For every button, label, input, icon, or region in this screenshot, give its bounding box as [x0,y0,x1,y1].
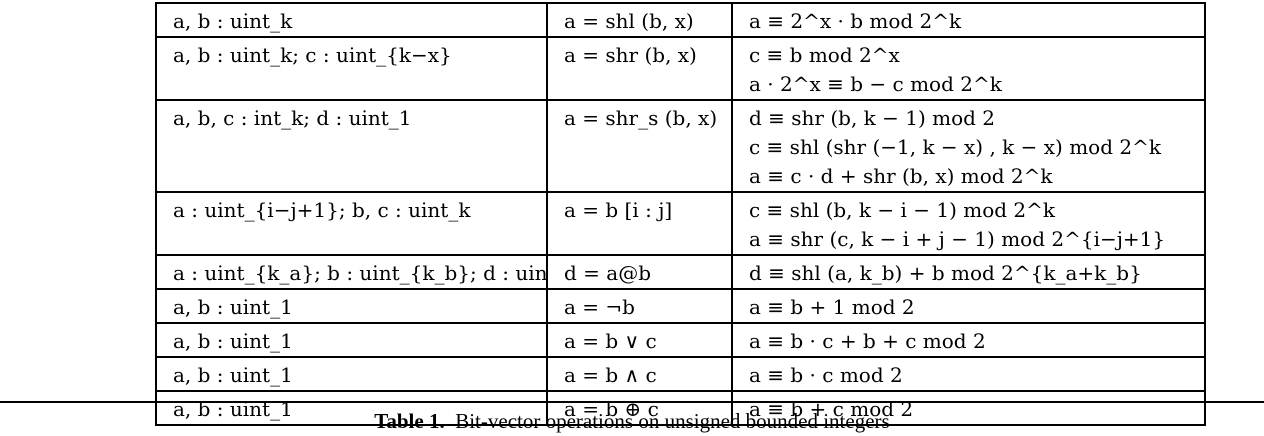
definition-cell: a ≡ b + 1 mod 2 [731,288,1206,324]
type-cell: a : uint_{i−j+1}; b, c : uint_k [155,191,548,256]
type-text: a : uint_{i−j+1}; b, c : uint_k [173,198,471,222]
operation-text: a = shr_s (b, x) [564,106,718,130]
definition-cell: d ≡ shl (a, k_b) + b mod 2^{k_a+k_b} [731,254,1206,290]
type-cell: a : uint_{k_a}; b : uint_{k_b}; d : uint… [155,254,548,290]
type-text: a, b : uint_k [173,9,293,33]
type-cell: a, b, c : int_k; d : uint_1 [155,99,548,193]
type-text: a, b, c : int_k; d : uint_1 [173,106,412,130]
type-text: a, b : uint_1 [173,363,293,387]
definition-line: a ≡ b + 1 mod 2 [749,295,915,319]
type-cell: a, b : uint_k [155,2,548,38]
caption-rule [0,401,1264,403]
definition-cell: a ≡ b · c mod 2 [731,356,1206,392]
type-cell: a, b : uint_1 [155,322,548,358]
table-row: a, b : uint_1 a = b ∨ c a ≡ b · c + b + c … [155,322,1206,358]
type-text: a : uint_{k_a}; b : uint_{k_b}; d : uint… [173,261,547,285]
table-row: a : uint_{i−j+1}; b, c : uint_k a = b [i … [155,191,1206,256]
table-row: a, b, c : int_k; d : uint_1 a = shr_s (b,… [155,99,1206,193]
type-text: a, b : uint_1 [173,329,293,353]
type-cell: a, b : uint_1 [155,356,548,392]
table-row: a : uint_{k_a}; b : uint_{k_b}; d : uint… [155,254,1206,290]
definition-line: c ≡ shl (shr (−1, k − x) , k − x) mod 2^… [749,135,1161,159]
operation-cell: a = shl (b, x) [546,2,733,38]
operation-cell: a = ¬b [546,288,733,324]
operation-cell: a = b [i : j] [546,191,733,256]
operation-cell: d = a@b [546,254,733,290]
operation-text: a = ¬b [564,295,635,319]
type-cell: a, b : uint_k; c : uint_{k−x} [155,36,548,101]
operation-text: a = b ∧ c [564,363,657,387]
definition-cell: c ≡ b mod 2^x a · 2^x ≡ b − c mod 2^k [731,36,1206,101]
definition-line: d ≡ shl (a, k_b) + b mod 2^{k_a+k_b} [749,261,1142,285]
definition-cell: c ≡ shl (b, k − i − 1) mod 2^k a ≡ shr (c… [731,191,1206,256]
definition-line: c ≡ shl (b, k − i − 1) mod 2^k [749,198,1056,222]
table-caption: Table 1. Bit-vector operations on unsign… [0,409,1264,434]
operation-text: a = shr (b, x) [564,43,697,67]
type-cell: a, b : uint_1 [155,288,548,324]
definition-line: a ≡ c · d + shr (b, x) mod 2^k [749,164,1053,188]
operation-cell: a = shr (b, x) [546,36,733,101]
operations-table: a, b : uint_k a = shl (b, x) a ≡ 2^x · b m… [155,2,1206,426]
definition-line: a · 2^x ≡ b − c mod 2^k [749,72,1002,96]
operation-cell: a = shr_s (b, x) [546,99,733,193]
type-text: a, b : uint_k; c : uint_{k−x} [173,43,452,67]
table-row: a, b : uint_k a = shl (b, x) a ≡ 2^x · b m… [155,2,1206,38]
table-row: a, b : uint_1 a = ¬b a ≡ b + 1 mod 2 [155,288,1206,324]
caption-text: Bit-vector operations on unsigned bounde… [455,409,890,433]
table-row: a, b : uint_k; c : uint_{k−x} a = shr (b,… [155,36,1206,101]
type-text: a, b : uint_1 [173,295,293,319]
table-row: a, b : uint_1 a = b ∧ c a ≡ b · c mod 2 [155,356,1206,392]
operation-text: a = shl (b, x) [564,9,694,33]
definition-line: a ≡ shr (c, k − i + j − 1) mod 2^{i−j+1} [749,227,1166,251]
definition-cell: a ≡ b · c + b + c mod 2 [731,322,1206,358]
operation-text: a = b ∨ c [564,329,657,353]
operation-cell: a = b ∨ c [546,322,733,358]
definition-cell: d ≡ shr (b, k − 1) mod 2 c ≡ shl (shr (−1… [731,99,1206,193]
operation-cell: a = b ∧ c [546,356,733,392]
caption-label: Table 1. [374,409,445,433]
operation-text: a = b [i : j] [564,198,673,222]
definition-cell: a ≡ 2^x · b mod 2^k [731,2,1206,38]
definition-line: c ≡ b mod 2^x [749,43,900,67]
operation-text: d = a@b [564,261,652,285]
definition-line: a ≡ 2^x · b mod 2^k [749,9,962,33]
operations-table-body: a, b : uint_k a = shl (b, x) a ≡ 2^x · b m… [155,2,1206,426]
definition-line: d ≡ shr (b, k − 1) mod 2 [749,106,996,130]
definition-line: a ≡ b · c + b + c mod 2 [749,329,986,353]
definition-line: a ≡ b · c mod 2 [749,363,903,387]
